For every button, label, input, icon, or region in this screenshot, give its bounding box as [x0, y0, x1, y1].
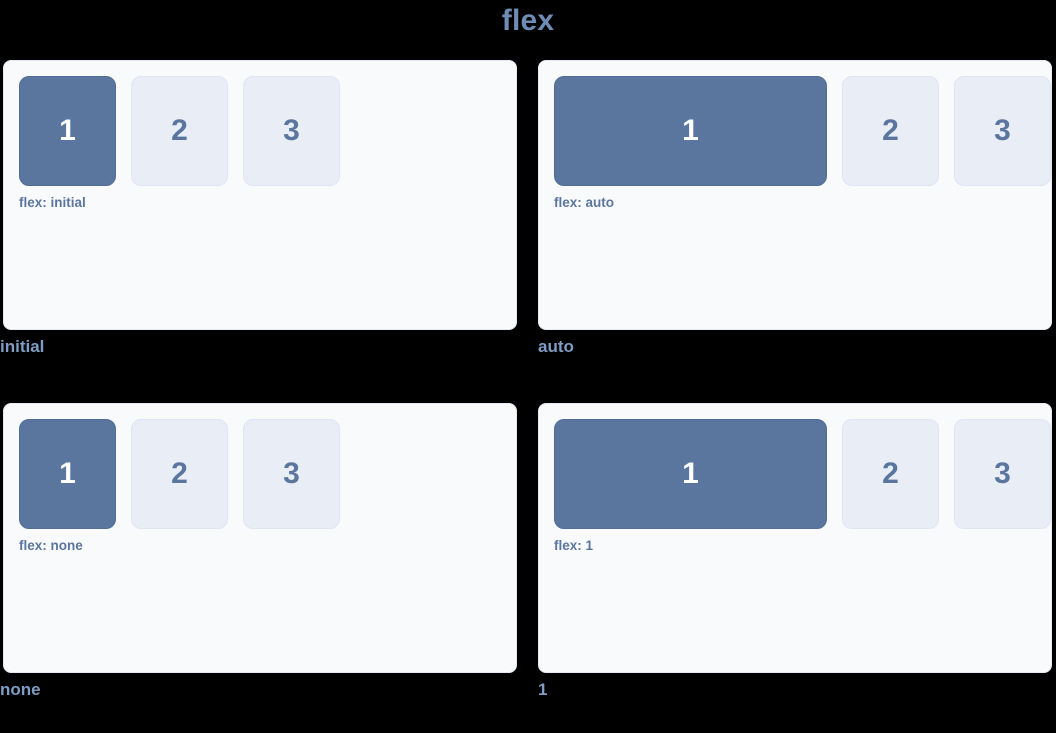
- page-title: flex: [501, 4, 555, 37]
- flex-item-2: 2: [842, 76, 939, 186]
- flex-container-auto: 1 2 3: [554, 76, 1051, 186]
- flex-item-3: 3: [243, 76, 340, 186]
- flex-item-2: 2: [842, 419, 939, 529]
- demo-caption: 1: [538, 680, 548, 699]
- flex-item-3: 3: [954, 419, 1051, 529]
- demo-panel-initial: 1 2 3 flex: initial: [3, 60, 517, 330]
- demo-cell-auto: 1 2 3 flex: auto auto: [538, 60, 1052, 358]
- demo-panel-auto: 1 2 3 flex: auto: [538, 60, 1052, 330]
- demo-panel-label: flex: initial: [19, 195, 86, 210]
- flex-container-one: 1 2 3: [554, 419, 1051, 529]
- flex-item-1: 1: [19, 419, 116, 529]
- flex-item-number: 1: [59, 457, 76, 490]
- flex-item-1: 1: [554, 76, 827, 186]
- flex-item-number: 3: [283, 457, 300, 490]
- flex-item-number: 1: [682, 457, 699, 490]
- flex-item-number: 2: [171, 457, 188, 490]
- demo-cell-one: 1 2 3 flex: 1 1: [538, 403, 1052, 701]
- flex-item-number: 2: [882, 457, 899, 490]
- demo-panel-label: flex: auto: [554, 195, 615, 210]
- demo-caption: initial: [0, 337, 45, 356]
- flex-container-initial: 1 2 3: [19, 76, 516, 186]
- flex-item-number: 3: [994, 114, 1011, 147]
- demo-panel-one: 1 2 3 flex: 1: [538, 403, 1052, 673]
- flex-item-3: 3: [243, 419, 340, 529]
- flex-item-1: 1: [554, 419, 827, 529]
- demo-panel-label: flex: 1: [554, 538, 594, 553]
- flex-item-2: 2: [131, 76, 228, 186]
- flex-item-number: 1: [682, 114, 699, 147]
- flex-item-number: 2: [882, 114, 899, 147]
- demo-caption: none: [0, 680, 41, 699]
- flex-item-number: 2: [171, 114, 188, 147]
- demo-panel-label: flex: none: [19, 538, 83, 553]
- flex-item-2: 2: [131, 419, 228, 529]
- flex-item-number: 3: [994, 457, 1011, 490]
- flex-item-1: 1: [19, 76, 116, 186]
- demo-cell-initial: 1 2 3 flex: initial initial: [0, 60, 517, 358]
- flex-container-none: 1 2 3: [19, 419, 516, 529]
- demo-caption: auto: [538, 337, 574, 356]
- demo-row: 1 2 3 flex: none none: [0, 403, 1056, 701]
- flex-item-number: 3: [283, 114, 300, 147]
- demo-row: 1 2 3 flex: initial initial: [0, 60, 1056, 358]
- demo-panel-none: 1 2 3 flex: none: [3, 403, 517, 673]
- demo-grid: 1 2 3 flex: initial initial: [0, 60, 1056, 733]
- demo-cell-none: 1 2 3 flex: none none: [0, 403, 517, 701]
- flex-item-3: 3: [954, 76, 1051, 186]
- flex-item-number: 1: [59, 114, 76, 147]
